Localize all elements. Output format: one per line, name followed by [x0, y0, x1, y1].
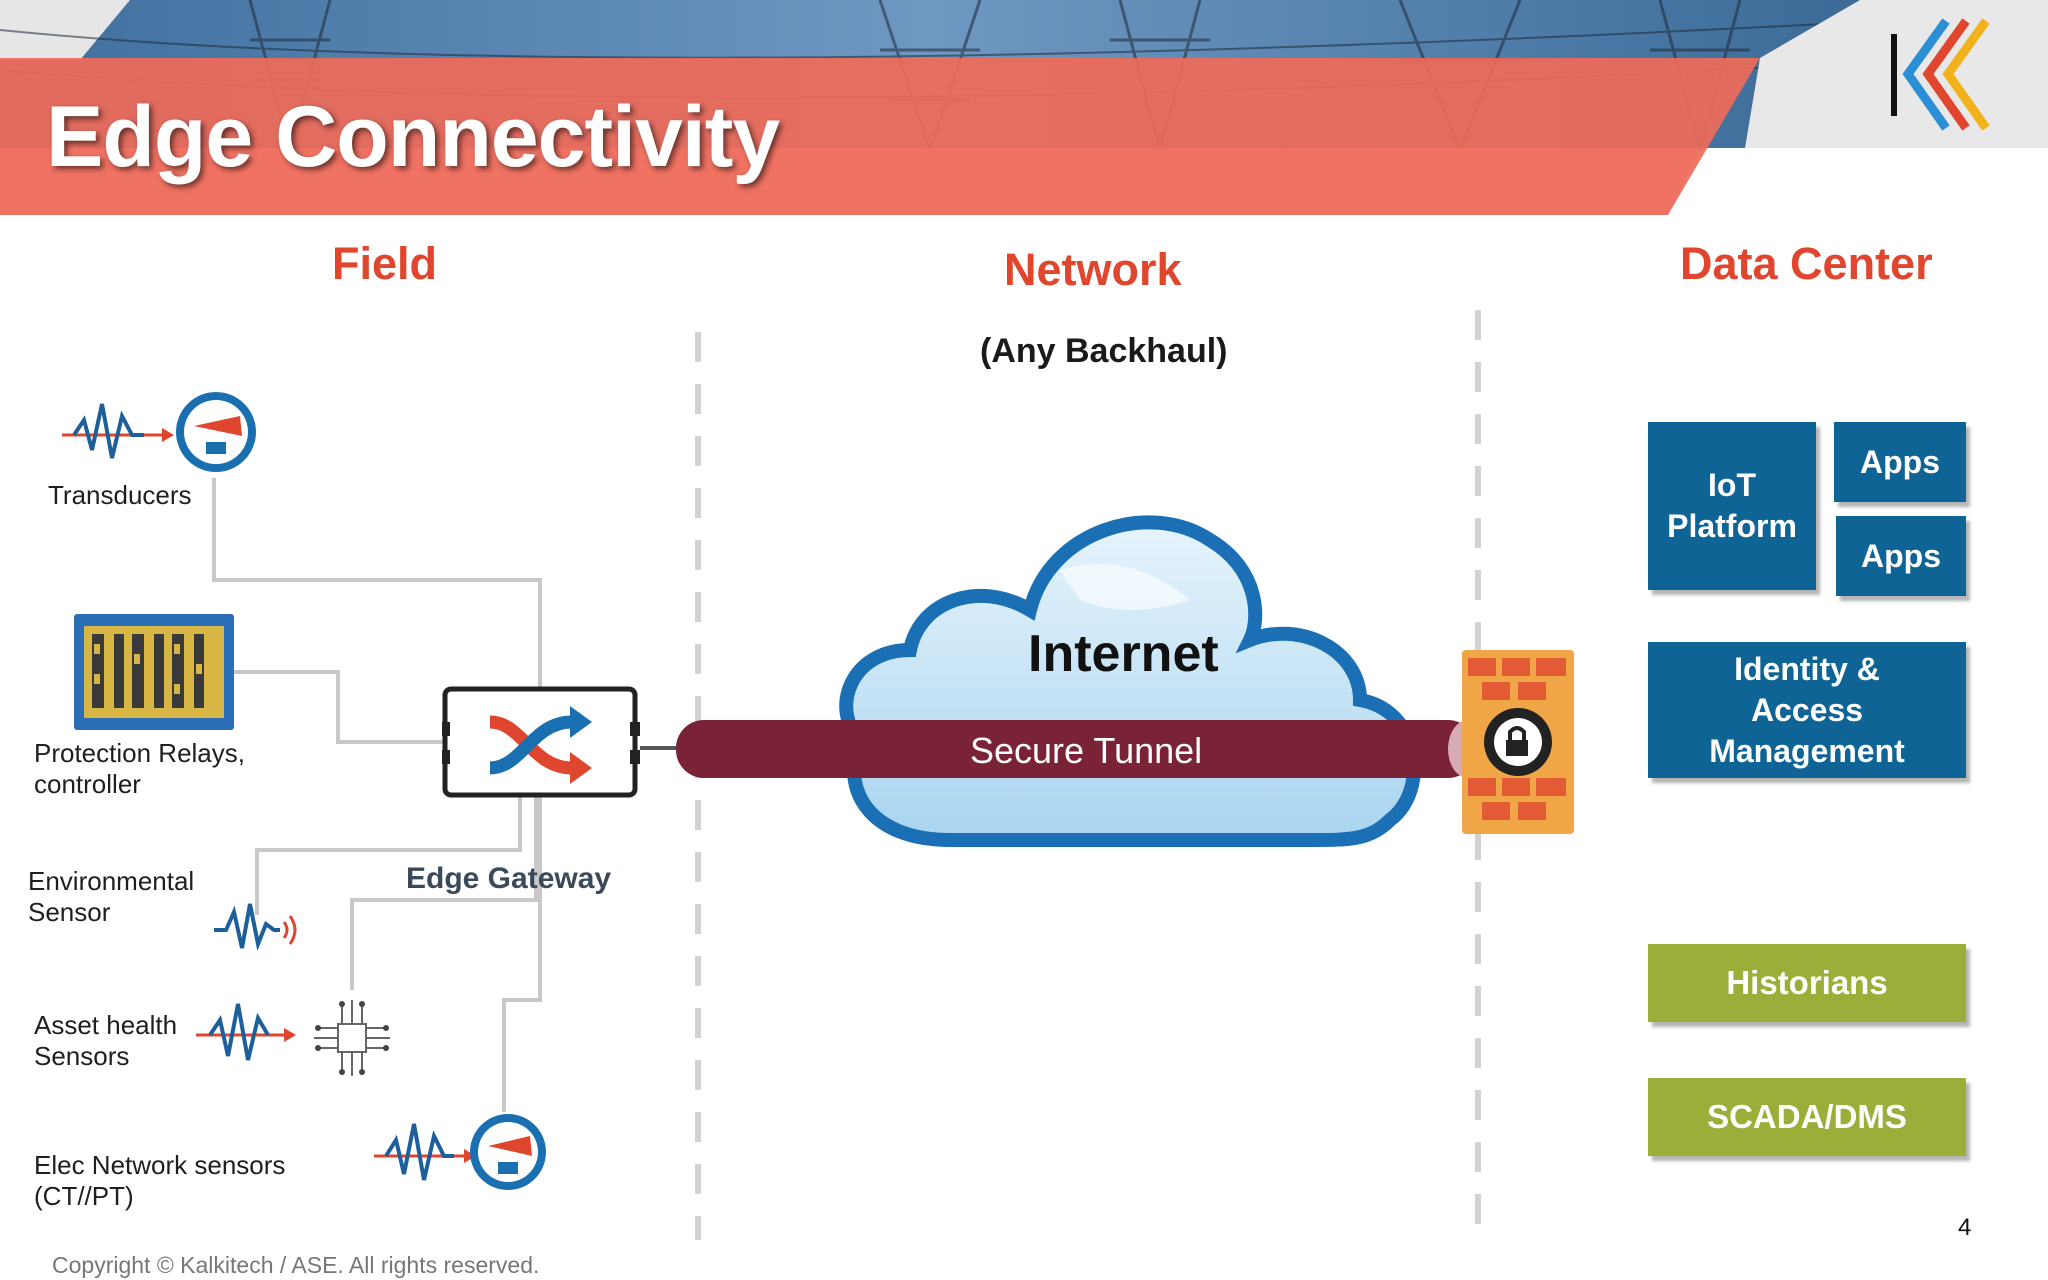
protection-relays-label: Protection Relays, controller [34, 738, 245, 799]
env-sensor-waveform-icon [214, 903, 297, 951]
elec-sensor-icon-group [374, 1114, 546, 1190]
waveform-arrow-icon [374, 1123, 476, 1181]
elec-network-sensors-label: Elec Network sensors (CT//PT) [34, 1150, 286, 1211]
environmental-sensor-label: Environmental Sensor [28, 866, 195, 927]
copyright-text: Copyright © Kalkitech / ASE. All rights … [52, 1252, 540, 1278]
asset-waveform-arrow-icon [196, 1003, 296, 1061]
page-number: 4 [1958, 1214, 1972, 1241]
transducers-label: Transducers [48, 480, 192, 510]
backhaul-label: (Any Backhaul) [980, 332, 1228, 370]
gauge-meter-icon [176, 392, 256, 472]
edge-gateway-label: Edge Gateway [406, 862, 612, 895]
field-connectors [212, 478, 542, 1112]
relay-rack-icon [74, 614, 234, 730]
scada-dms-box: SCADA/DMS [1648, 1078, 1966, 1156]
transducer-icon-group [62, 392, 256, 472]
apps-box-1: Apps [1834, 422, 1966, 502]
firewall-lock-icon [1462, 650, 1574, 834]
header-banner [0, 0, 2048, 215]
asset-health-label: Asset health Sensors [34, 1010, 178, 1071]
gateway-shuffle-icon [442, 686, 678, 798]
waveform-arrow-icon [62, 403, 174, 459]
internet-label: Internet [1028, 625, 1219, 683]
kalkitech-logo [1891, 18, 1990, 131]
gauge-meter-icon [470, 1114, 546, 1190]
iot-platform-box: IoT Platform [1648, 422, 1816, 590]
page-title: Edge Connectivity [46, 89, 780, 185]
historians-box: Historians [1648, 944, 1966, 1022]
secure-tunnel-label: Secure Tunnel [970, 730, 1203, 771]
network-heading: Network [1004, 244, 1182, 295]
apps-box-2: Apps [1836, 516, 1966, 596]
chip-icon [314, 1000, 390, 1076]
field-heading: Field [332, 238, 438, 289]
data-center-heading: Data Center [1680, 238, 1933, 289]
identity-access-management-box: Identity & Access Management [1648, 642, 1966, 778]
